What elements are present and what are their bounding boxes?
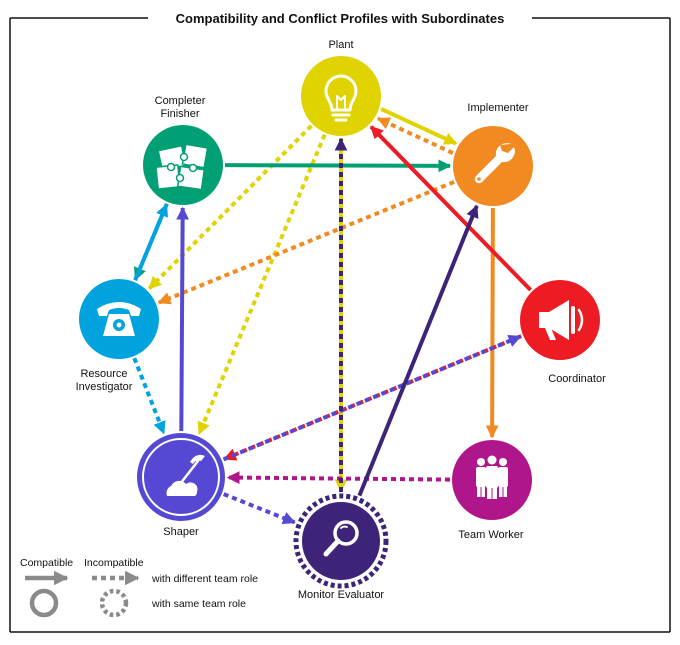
completer-label-line2: Finisher <box>160 108 199 120</box>
relation-shaper-to-coordinator-incompatible <box>222 334 522 462</box>
relation-implementer-to-resource-incompatible <box>157 180 455 305</box>
relation-coordinator-to-plant-compatible <box>369 125 533 292</box>
teamworker-label: Team Worker <box>458 529 524 541</box>
relation-resource-to-completer-compatible <box>133 203 169 281</box>
diagram-title: Compatibility and Conflict Profiles with… <box>176 11 505 26</box>
people-icon <box>476 455 508 499</box>
relation-plant-to-resource-incompatible <box>147 124 313 290</box>
telephone-icon <box>97 302 141 336</box>
legend-incompatible-label: Incompatible <box>84 557 144 569</box>
megaphone-icon <box>539 300 584 340</box>
wrench-icon <box>474 143 515 184</box>
resource-label-line2: Investigator <box>76 381 133 393</box>
lightbulb-icon <box>324 74 358 122</box>
node-monitor[interactable]: Monitor Evaluator <box>293 493 389 601</box>
relation-plant-to-shaper-incompatible <box>197 133 327 435</box>
magnifier-icon <box>323 520 359 557</box>
monitor-dotted-ring <box>293 493 389 589</box>
node-plant[interactable]: Plant <box>301 39 381 136</box>
legend-dotted-ring <box>99 588 129 618</box>
frame <box>9 17 671 633</box>
pickaxe-icon <box>166 454 205 496</box>
legend: Compatible Incompatible with different t… <box>20 557 258 618</box>
monitor-label: Monitor Evaluator <box>298 589 385 601</box>
shaper-inner-ring <box>142 438 220 516</box>
node-resource[interactable]: Resource Investigator <box>76 279 159 393</box>
relation-shaper-to-monitor-incompatible <box>222 492 296 525</box>
legend-different-role-label: with different team role <box>151 573 258 585</box>
relation-implementer-to-teamworker-compatible <box>485 207 499 439</box>
relation-shaper-to-completer-compatible <box>176 206 190 432</box>
coordinator-label: Coordinator <box>548 373 606 385</box>
shaper-circle <box>137 433 225 521</box>
legend-solid-ring <box>29 588 59 618</box>
relations-layer <box>132 107 533 525</box>
relation-implementer-to-plant-incompatible <box>376 116 454 155</box>
node-completer[interactable]: Completer Finisher <box>143 95 223 205</box>
node-implementer[interactable]: Implementer <box>453 102 533 206</box>
puzzle-icon <box>155 143 209 191</box>
resource-label-line1: Resource <box>80 368 127 380</box>
legend-compatible-label: Compatible <box>20 557 73 569</box>
relation-completer-to-implementer-compatible <box>224 159 452 173</box>
node-coordinator[interactable]: Coordinator <box>520 280 606 385</box>
relation-resource-to-shaper-incompatible <box>132 357 166 435</box>
plant-circle <box>301 56 381 136</box>
plant-label: Plant <box>328 39 353 51</box>
relation-monitor-to-implementer-compatible <box>357 204 479 497</box>
relation-plant-to-implementer-compatible <box>380 107 458 146</box>
node-shaper[interactable]: Shaper <box>137 433 225 538</box>
legend-same-role-label: with same team role <box>151 598 246 610</box>
shaper-label: Shaper <box>163 526 199 538</box>
implementer-label: Implementer <box>467 102 528 114</box>
node-teamworker[interactable]: Team Worker <box>452 440 532 541</box>
completer-label-line1: Completer <box>155 95 206 107</box>
